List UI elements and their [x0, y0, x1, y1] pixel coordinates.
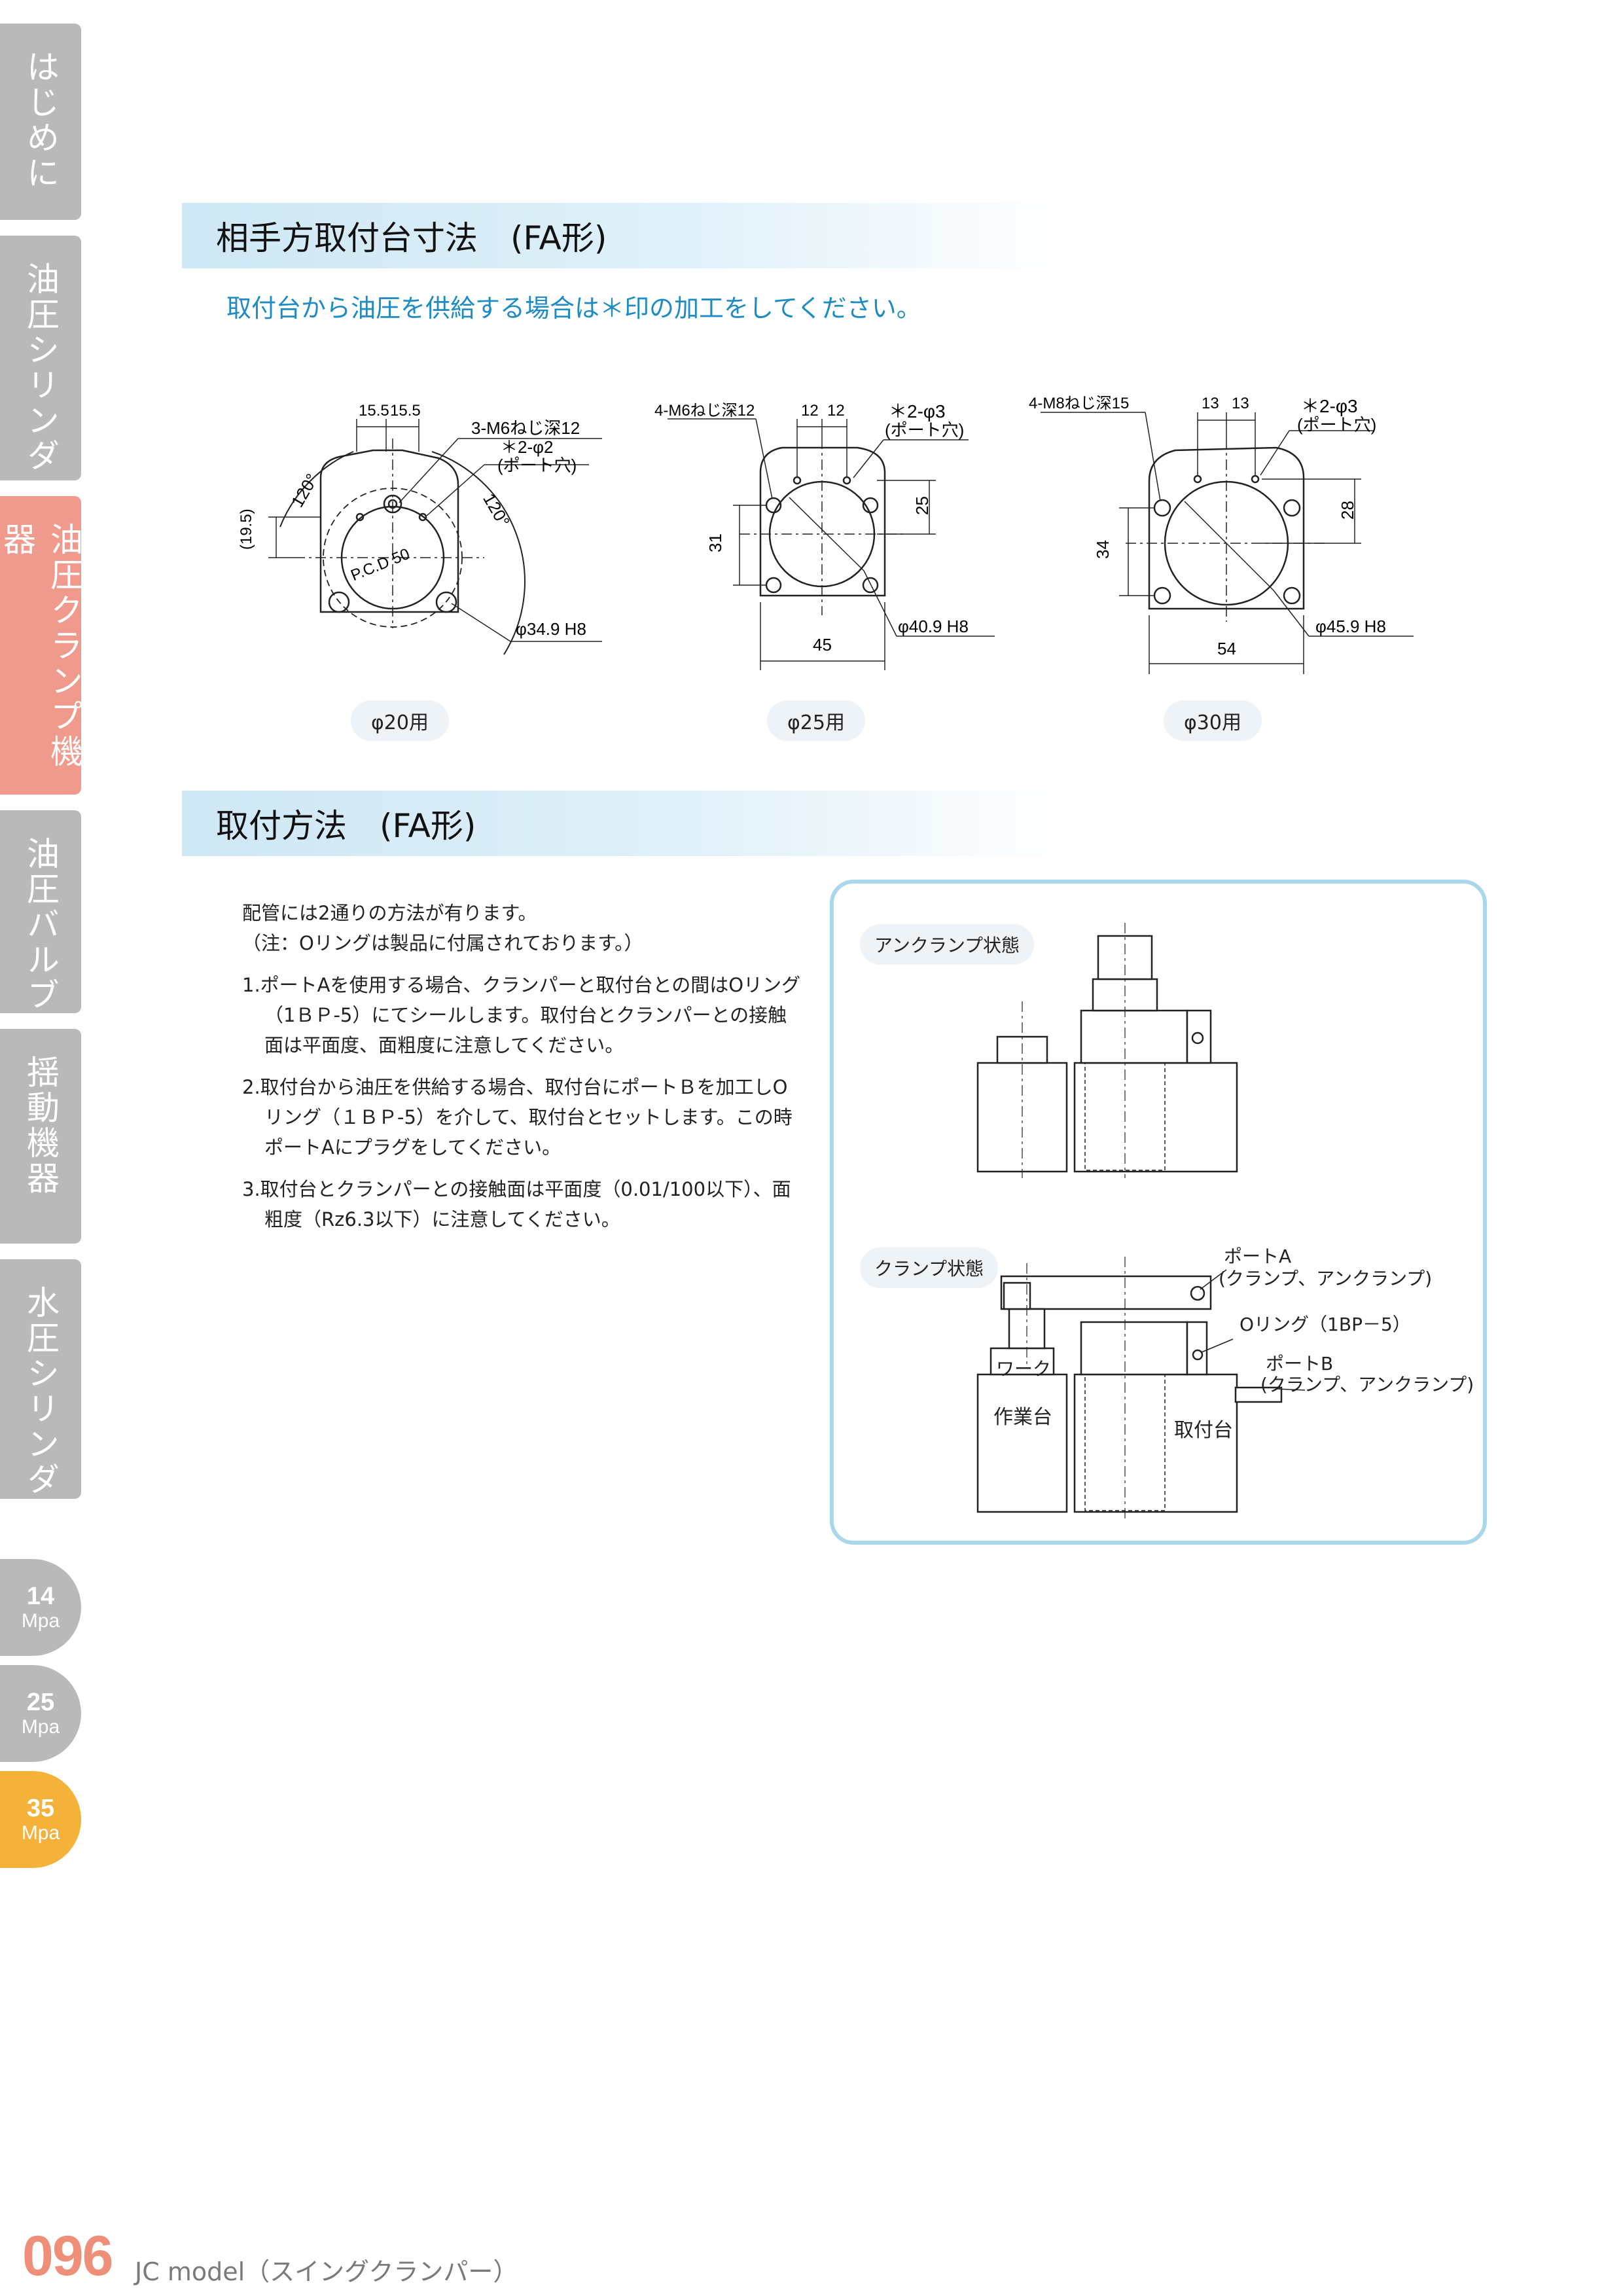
width-dim: 54 [1217, 639, 1236, 658]
drawing-phi30: 4-M8ねじ深15 13 13 ＊2-φ3 (ポート穴) 34 28 φ45.9… [1029, 395, 1414, 674]
pressure-unit: Mpa [21, 1822, 60, 1844]
width-dim: 45 [813, 635, 832, 655]
sidebar-tab-label: 水圧シリンダ [22, 1285, 60, 1498]
sidebar-tab-hydraulic-valve[interactable]: 油圧バルブ [0, 810, 81, 1013]
unclamp-illustration [976, 923, 1238, 1178]
drawing-phi25: 4-M6ねじ深12 12 12 ＊2-φ3 (ポート穴) 31 25 φ40.9… [654, 401, 995, 670]
sidebar-tab-label: 油圧シリンダ [22, 262, 60, 474]
port-a-label: ポートA [1224, 1246, 1292, 1267]
dim-15-5-a: 15.5 [359, 402, 389, 420]
footer-model: JC model（スイングクランパー） [135, 2257, 518, 2286]
section-heading-mounting-method: 取付方法 (FA形) [182, 791, 1072, 856]
pcd-label: P.C.D 50 [348, 545, 412, 584]
sidebar-tab-hydraulic-clamp[interactable]: 油圧クランプ機器 [0, 496, 83, 795]
clamp-illustration [976, 1257, 1306, 1518]
bore-label: φ40.9 H8 [898, 617, 969, 636]
instructions-intro-note: （注：Oリングは製品に付属されております。） [242, 932, 643, 954]
sidebar-tab-label: 油圧バルブ [22, 836, 60, 1013]
sidebar-tab-hydraulic-cylinder[interactable]: 油圧シリンダ [0, 236, 81, 480]
height-left: 31 [705, 533, 725, 552]
mount-label: 取付台 [1174, 1419, 1233, 1442]
pressure-value: 14 [26, 1583, 55, 1610]
thread-label: 4-M8ねじ深15 [1029, 395, 1129, 412]
page-number: 096 [22, 2225, 113, 2287]
dim-12-a: 12 [801, 402, 819, 420]
sidebar-tab-rotary[interactable]: 揺動機器 [0, 1029, 81, 1244]
worktable-label: 作業台 [993, 1406, 1052, 1429]
port-label: ＊2-φ2 [501, 437, 553, 457]
dim-13-a: 13 [1202, 395, 1219, 412]
thread-label: 3-M6ねじ深12 [471, 418, 580, 438]
pressure-unit: Mpa [21, 1610, 60, 1632]
instruction-item-1: 1.ポートAを使用する場合、クランパーと取付台との間はOリング（1ＢＰ-5）にて… [242, 974, 801, 1056]
thread-label: 4-M6ねじ深12 [654, 402, 755, 420]
port-b-note: (クランプ、アンクランプ) [1260, 1374, 1474, 1395]
clamp-state-label: クランプ状態 [860, 1247, 999, 1288]
work-label: ワーク [996, 1358, 1052, 1380]
dim-12-b: 12 [827, 402, 845, 420]
angle-left: 120° [287, 471, 322, 511]
caption-phi30: φ30用 [1164, 700, 1262, 741]
port-label: ＊2-φ3 [889, 401, 946, 422]
pressure-unit: Mpa [21, 1716, 60, 1738]
pressure-value: 25 [26, 1689, 55, 1716]
section-title: 取付方法 (FA形) [216, 807, 476, 845]
port-note: (ポート穴) [497, 456, 577, 475]
caption-phi25: φ25用 [767, 700, 865, 741]
sidebar-tab-label: 揺動機器 [22, 1055, 60, 1196]
mounting-instructions: 配管には2通りの方法が有ります。 （注：Oリングは製品に付属されております。） … [242, 898, 805, 1234]
caption-phi20: φ20用 [351, 700, 449, 741]
height-dim: (19.5) [238, 509, 255, 550]
oring-label: Oリング（1BP－5） [1240, 1314, 1411, 1335]
height-left: 34 [1093, 540, 1113, 559]
port-label: ＊2-φ3 [1301, 396, 1358, 416]
angle-right: 120° [479, 490, 514, 531]
bore-label: φ34.9 H8 [516, 619, 586, 639]
mounting-illustration-panel: アンクランプ状態 クランプ状態 [830, 880, 1487, 1545]
instruction-item-3: 3.取付台とクランパーとの接触面は平面度（0.01/100以下）、面粗度（Rz6… [242, 1178, 791, 1230]
port-a-note: (クランプ、アンクランプ) [1219, 1268, 1433, 1289]
bore-label: φ45.9 H8 [1315, 617, 1386, 636]
dim-15-5-b: 15.5 [390, 402, 421, 420]
section-title: 相手方取付台寸法 (FA形) [216, 219, 607, 257]
drawing-phi20: 15.5 15.5 3-M6ねじ深12 ＊2-φ2 (ポート穴) 120° 12… [238, 402, 602, 655]
height-right: 25 [912, 496, 932, 515]
instructions-intro: 配管には2通りの方法が有ります。 [242, 902, 537, 924]
pressure-value: 35 [26, 1795, 55, 1822]
dim-13-b: 13 [1232, 395, 1249, 412]
port-note: (ポート穴) [885, 420, 964, 440]
sidebar-tab-label: 油圧クランプ機器 [0, 522, 83, 770]
sidebar-tab-label: はじめに [22, 50, 60, 191]
port-b-label: ポートB [1266, 1353, 1334, 1374]
sidebar-tab-intro[interactable]: はじめに [0, 24, 81, 220]
height-right: 28 [1338, 501, 1357, 520]
port-note: (ポート穴) [1297, 415, 1376, 435]
instruction-item-2: 2.取付台から油圧を供給する場合、取付台にポートＢを加工しOリング（１ＢＰ-5）… [242, 1076, 793, 1158]
sidebar-tab-water-cylinder[interactable]: 水圧シリンダ [0, 1259, 81, 1499]
section-heading-mounting-dimensions: 相手方取付台寸法 (FA形) [182, 203, 1072, 268]
unclamp-state-label: アンクランプ状態 [860, 924, 1035, 965]
machining-note: 取付台から油圧を供給する場合は＊印の加工をしてください。 [226, 294, 921, 323]
